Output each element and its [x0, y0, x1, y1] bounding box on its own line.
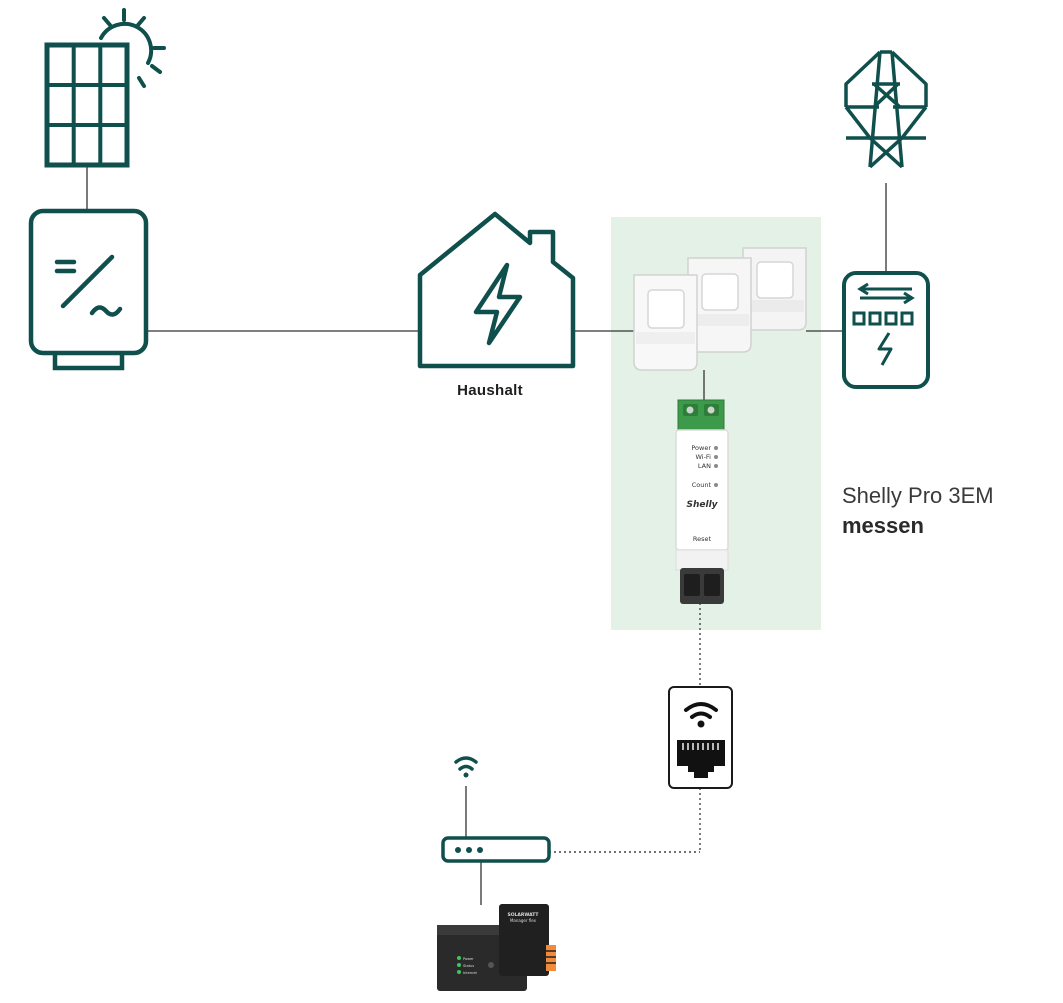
lightning-icon	[473, 262, 523, 346]
manager-indicator-internet: Internet	[463, 971, 478, 975]
shelly-brand-label: Shelly	[686, 500, 718, 510]
manager-brand-label: SOLARWATT	[507, 912, 539, 918]
meter-caption: Shelly Pro 3EM messen	[842, 481, 994, 541]
house-icon	[417, 211, 576, 369]
wifi-icon	[454, 756, 478, 771]
indicator-count-label: Count	[692, 481, 712, 489]
connection-lines	[86, 165, 887, 905]
current-clamps	[633, 247, 807, 371]
shelly-pro-3em-device	[675, 399, 729, 604]
grid-meter-icon	[842, 271, 930, 389]
reset-label: Reset	[693, 535, 712, 543]
meter-name: Shelly Pro 3EM	[842, 483, 994, 508]
sun-icon	[99, 8, 166, 88]
indicator-lan-label: LAN	[698, 462, 711, 470]
wifi-icon	[684, 702, 718, 719]
manager-indicator-power: Power	[463, 957, 474, 961]
solarwatt-manager-device	[437, 904, 556, 991]
indicator-wifi-label: Wi-Fi	[695, 453, 711, 461]
manager-indicator-status: Status	[463, 964, 474, 968]
ethernet-socket-icon	[668, 686, 733, 789]
current-clamp	[633, 274, 698, 371]
network-cable-dotted	[549, 603, 701, 853]
router-icon	[441, 756, 551, 863]
meter-action: messen	[842, 513, 924, 538]
power-pylon-icon	[844, 50, 928, 169]
current-clamp	[742, 247, 807, 331]
inverter-icon	[28, 208, 149, 371]
indicator-power-label: Power	[691, 444, 711, 452]
current-clamp	[687, 257, 752, 353]
solar-panel-icon	[44, 42, 130, 168]
manager-model-label: Manager flex	[510, 918, 537, 923]
household-label: Haushalt	[457, 382, 523, 399]
